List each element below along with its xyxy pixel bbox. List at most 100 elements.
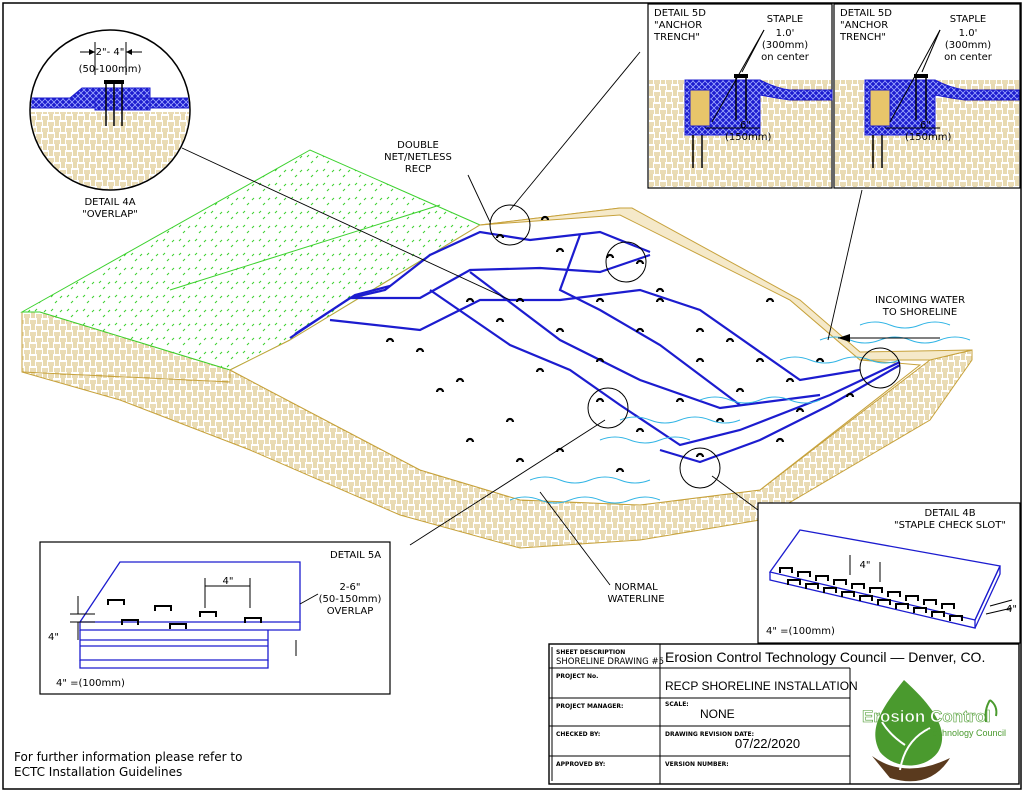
staple-mark — [635, 427, 645, 433]
footer-line-2: ECTC Installation Guidelines — [14, 765, 183, 779]
detail-4b-dim-side: 4" — [1006, 604, 1017, 615]
staple-mark — [495, 317, 505, 323]
detail-5d-left-sub2: TRENCH" — [653, 32, 700, 43]
staple-mark — [815, 357, 825, 363]
detail-5d-right-sub1: "ANCHOR — [840, 20, 888, 31]
detail-5d-left: DETAIL 5D "ANCHOR TRENCH" STAPLE 1.0' (3… — [647, 3, 833, 189]
blanket-seam-2 — [329, 288, 861, 382]
version-label: VERSION NUMBER: — [665, 761, 729, 768]
water-label-1: INCOMING WATER — [875, 295, 965, 306]
detail-5a-title: DETAIL 5A — [330, 550, 381, 561]
detail-5d-right-staple: STAPLE — [950, 14, 986, 25]
detail-4b-staple — [787, 579, 801, 585]
detail-5d-right-title: DETAIL 5D — [840, 8, 892, 19]
staple-mark — [655, 287, 665, 293]
detail-5a-overlap3: OVERLAP — [327, 606, 373, 617]
sheet-desc-label: SHEET DESCRIPTION — [556, 649, 625, 656]
detail-5d-left-dim2: (150mm) — [725, 132, 771, 143]
detail-4b-staple — [923, 599, 937, 605]
staple-mark — [635, 259, 645, 265]
staple-mark — [695, 357, 705, 363]
staple-mark — [735, 387, 745, 393]
detail-5a-dim-side: 4" — [48, 632, 59, 643]
detail-5a-staple — [107, 599, 125, 605]
project-label: PROJECT No. — [556, 673, 598, 680]
detail-4a-dim1: 2"- 4" — [96, 47, 125, 58]
detail-5d-left-sub1: "ANCHOR — [654, 20, 702, 31]
staple-mark — [675, 397, 685, 403]
detail-4b-staple — [797, 571, 811, 577]
staple-mark — [715, 417, 725, 423]
detail-4b-staple — [869, 587, 883, 593]
rev-date-label: DRAWING REVISION DATE: — [665, 731, 754, 738]
detail-5a-staple — [199, 611, 217, 617]
detail-5d-left-spacing2: (300mm) — [762, 40, 808, 51]
recp-label-2: NET/NETLESS — [384, 152, 452, 163]
detail-5a-overlap1: 2-6" — [340, 582, 361, 593]
detail-5a-staple — [154, 605, 172, 611]
recp-label-1: DOUBLE — [397, 140, 439, 151]
detail-4b-staple — [913, 607, 927, 613]
detail-4b-title: DETAIL 4B — [924, 508, 975, 519]
staple-mark — [455, 377, 465, 383]
project-value: RECP SHORELINE INSTALLATION — [665, 679, 858, 693]
leader-4a — [181, 147, 511, 301]
detail-5a-note: 4" =(100mm) — [56, 678, 125, 689]
callout-circle-4b — [679, 447, 721, 489]
staple-mark — [795, 407, 805, 413]
leader-5d-left — [509, 51, 641, 211]
org-name: Erosion Control Technology Council — Den… — [665, 649, 985, 665]
blanket-bottom-edge — [659, 364, 901, 464]
ectc-logo: Erosion Control Technology Council — [862, 680, 1006, 782]
detail-4b-dim-gap: 4" — [860, 560, 871, 571]
detail-5d-right-spacing1: 1.0' — [959, 28, 978, 39]
detail-5d-left-dim1: 6" — [740, 120, 751, 131]
detail-5a-dim-gap: 4" — [223, 576, 234, 587]
scale-value: NONE — [700, 707, 735, 721]
callout-circle-right — [859, 347, 901, 389]
staple-mark — [755, 357, 765, 363]
detail-5d-right: DETAIL 5D "ANCHOR TRENCH" STAPLE 1.0' (3… — [833, 3, 1021, 189]
recp-label-3: RECP — [405, 164, 431, 175]
detail-5a-staple — [121, 619, 139, 625]
logo-line-1: Erosion Control — [862, 707, 990, 726]
staple-mark — [540, 215, 550, 221]
staple-mark — [725, 337, 735, 343]
detail-5d-left-spacing1: 1.0' — [776, 28, 795, 39]
detail-4b-staple — [815, 575, 829, 581]
staple-mark — [595, 397, 605, 403]
leader-4b — [711, 475, 759, 511]
detail-5a-overlap2: (50-150mm) — [319, 594, 382, 605]
detail-4a: 2"- 4" (50-100mm) DETAIL 4A "OVERLAP" — [29, 29, 191, 220]
waterline-label-1: NORMAL — [614, 582, 658, 593]
detail-4b-staple — [859, 595, 873, 601]
leader-5a — [409, 419, 606, 546]
title-block: SHEET DESCRIPTION SHORELINE DRAWING #5 E… — [548, 643, 1020, 785]
blanket-top-edge — [289, 230, 651, 339]
detail-4b-staple — [949, 615, 963, 621]
detail-5d-left-spacing3: on center — [761, 52, 810, 63]
detail-5d-right-spacing2: (300mm) — [945, 40, 991, 51]
staple-mark — [435, 387, 445, 393]
staple-mark — [415, 347, 425, 353]
callout-circle-5a — [587, 387, 629, 429]
detail-4b-staple — [931, 611, 945, 617]
detail-4b-staple — [895, 603, 909, 609]
staple-mark — [595, 297, 605, 303]
staple-mark — [765, 297, 775, 303]
detail-5d-left-staple: STAPLE — [767, 14, 803, 25]
detail-4b-staple — [877, 599, 891, 605]
callout-circle-top — [489, 204, 531, 246]
staple-mark — [615, 467, 625, 473]
blanket-top-edge-2 — [294, 284, 391, 335]
staple-mark — [695, 327, 705, 333]
staple-mark — [385, 337, 395, 343]
water-label-2: TO SHORELINE — [882, 307, 957, 318]
staple-mark — [535, 367, 545, 373]
staple-mark — [785, 377, 795, 383]
scale-label: SCALE: — [665, 701, 689, 708]
detail-5a-staple — [169, 623, 187, 629]
sheet-desc-value: SHORELINE DRAWING #5 — [556, 657, 664, 667]
